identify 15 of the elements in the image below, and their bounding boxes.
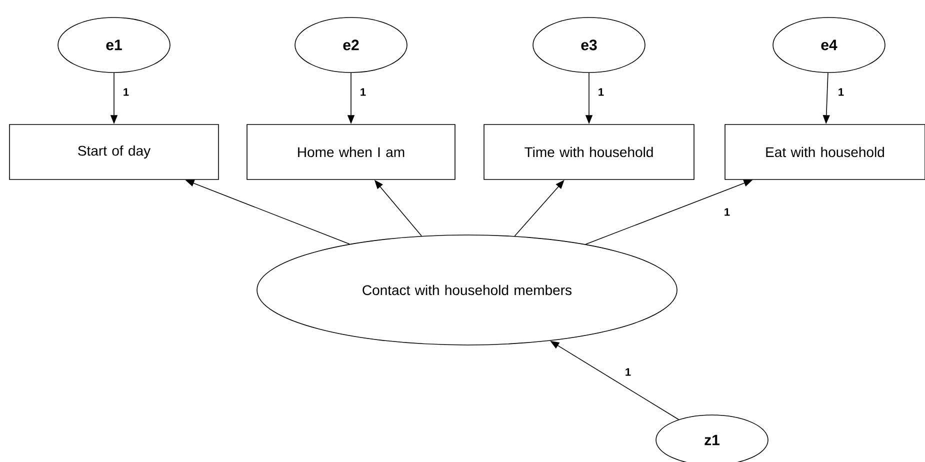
edge-label: 1	[358, 87, 368, 97]
variable-box: Start of day	[9, 124, 219, 180]
ellipse-node: e1	[58, 17, 170, 73]
ellipse-node: e4	[772, 17, 886, 73]
ellipse-node: Contact with household members	[256, 234, 678, 346]
ellipse-node: e2	[294, 17, 408, 73]
variable-box: Home when I am	[246, 124, 456, 180]
variable-box: Eat with household	[724, 124, 925, 180]
variable-box: Time with household	[484, 124, 694, 180]
edge-label: 1	[596, 87, 606, 97]
edge-label: 1	[122, 87, 130, 97]
ellipse-node: e3	[532, 17, 646, 73]
edge-label: 1	[836, 87, 846, 97]
edge-label: 1	[722, 207, 732, 217]
edge-label: 1	[624, 367, 632, 377]
